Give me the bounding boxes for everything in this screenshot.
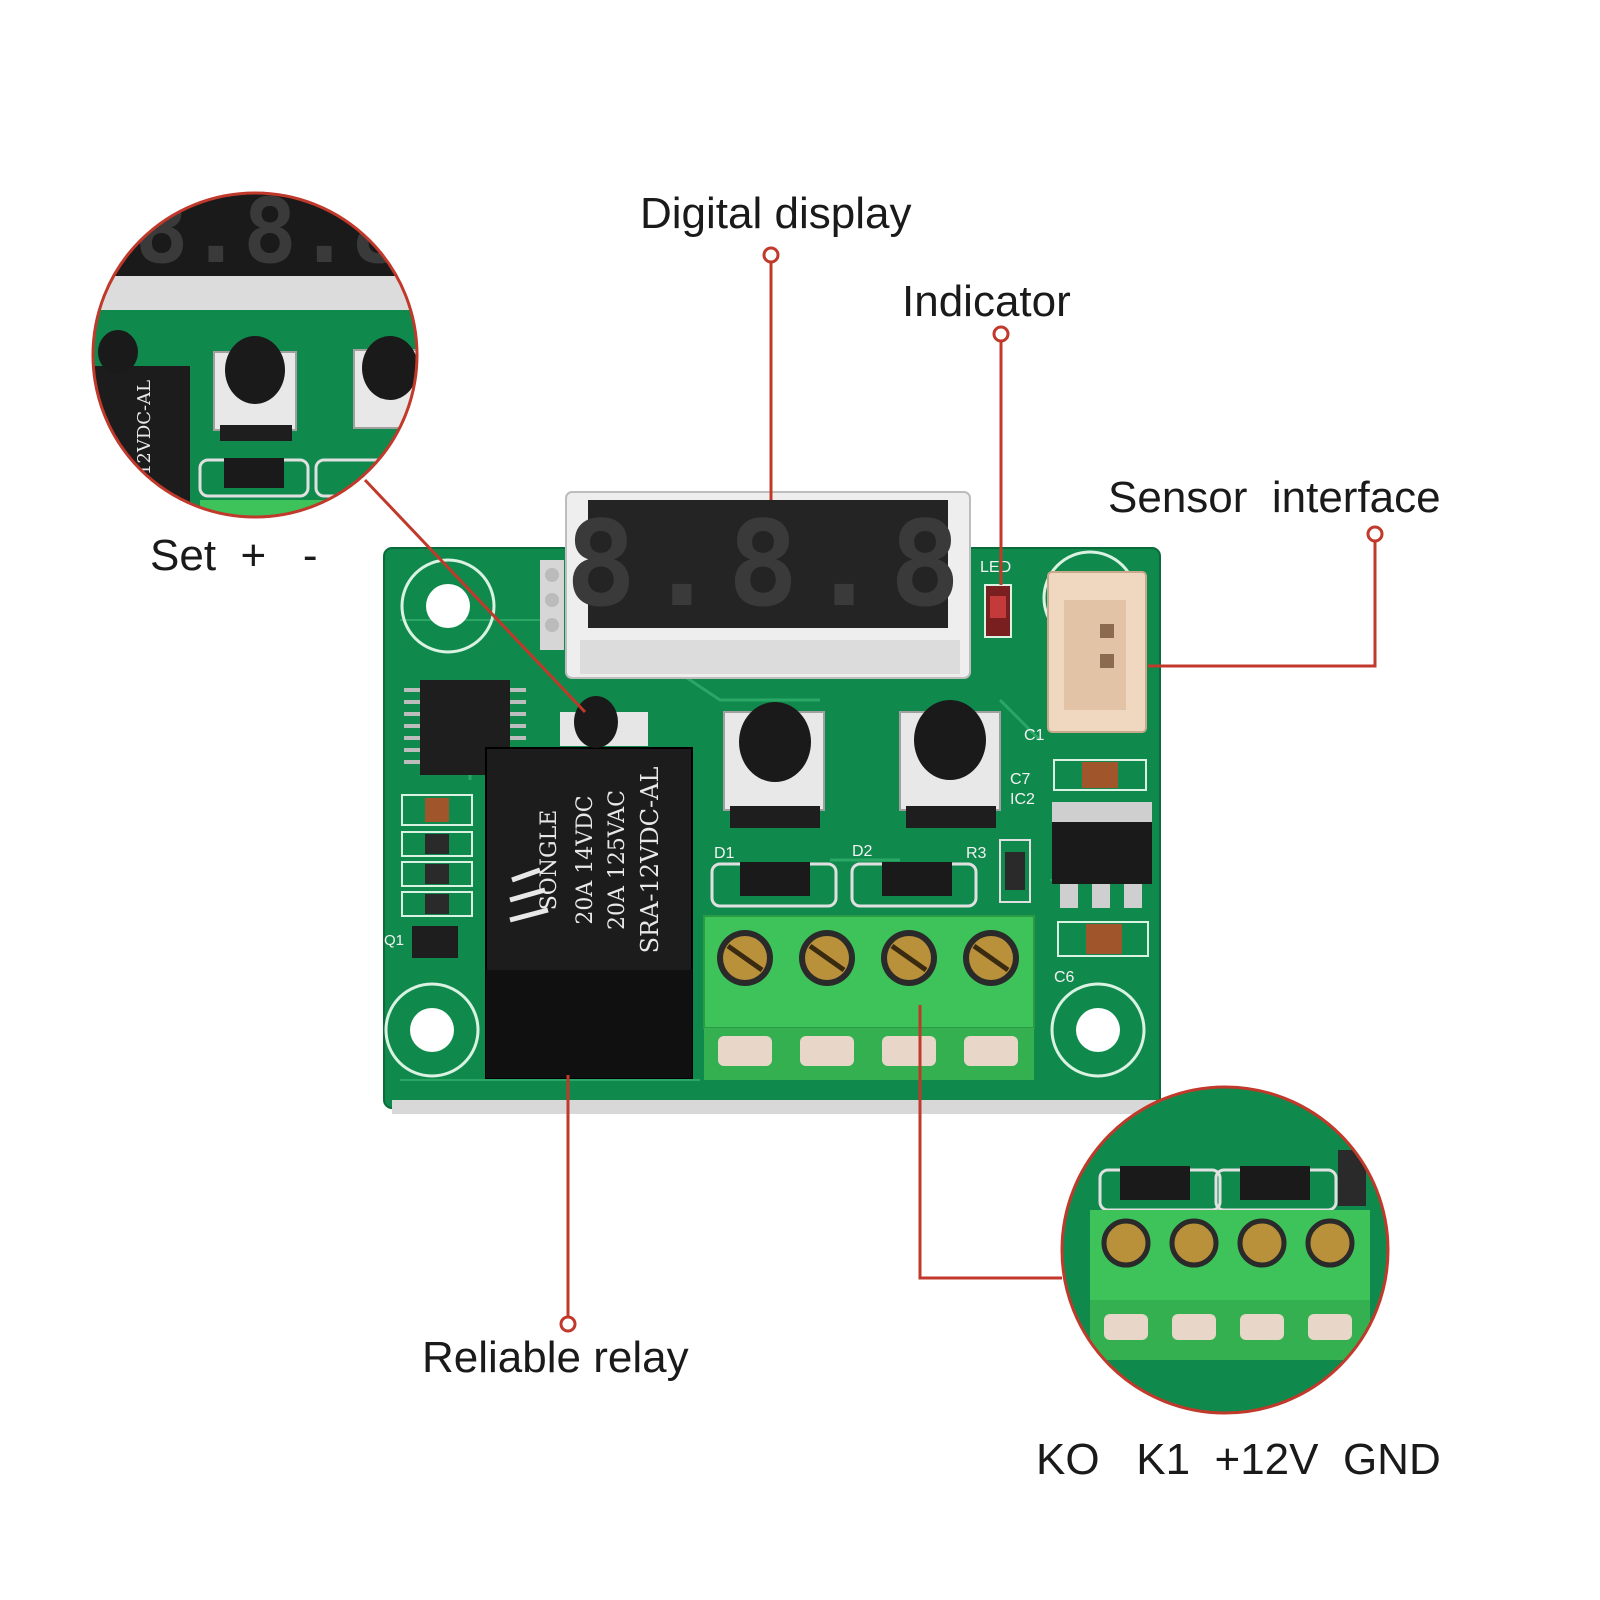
display-digits: 8.8.8 (565, 495, 970, 633)
mounting-hole (1050, 982, 1146, 1078)
q1-silkscreen: Q1 (384, 932, 404, 949)
ic2-silkscreen: IC2 (1010, 791, 1035, 808)
label-sensor-interface: Sensor interface (1108, 473, 1441, 522)
diodes: D1 D2 R3 (710, 839, 1031, 908)
relay-indicator-led (560, 696, 648, 748)
zoom-circle-terminals (1060, 1085, 1390, 1415)
led-silkscreen: LED (980, 559, 1011, 576)
display-pins (540, 560, 564, 650)
c6-silkscreen: C6 (1054, 969, 1075, 986)
label-terminals: KO K1 +12V GND (1036, 1435, 1441, 1484)
r3-silkscreen: R3 (966, 845, 987, 862)
terminal-screw (799, 930, 855, 1066)
c7-silkscreen: C7 (1010, 771, 1031, 788)
relay-rating-2: 20A 125VAC (605, 790, 630, 930)
c1-silkscreen: C1 (1024, 727, 1045, 744)
label-indicator: Indicator (902, 277, 1071, 326)
mounting-hole (400, 558, 496, 654)
terminal-screw (881, 930, 937, 1066)
callout-terminals (918, 1005, 1062, 1280)
callout-digital-display (762, 246, 780, 500)
button-plus-board[interactable] (723, 702, 825, 828)
callout-lines (363, 246, 1384, 1333)
terminal-screw (717, 930, 773, 1066)
callout-buttons (363, 478, 587, 714)
label-relay: Reliable relay (422, 1333, 689, 1382)
svg-text:SRA-12VDC-AL: SRA-12VDC-AL (134, 380, 155, 520)
terminal-screw (963, 930, 1019, 1066)
label-digital-display: Digital display (640, 189, 912, 238)
d1-silkscreen: D1 (714, 845, 735, 862)
d2-silkscreen: D2 (852, 843, 873, 860)
terminal-block (703, 915, 1035, 1080)
sensor-connector (1047, 571, 1147, 733)
button-minus-board[interactable] (899, 700, 1001, 828)
voltage-regulator: C6 (1052, 759, 1152, 986)
callout-sensor (1148, 525, 1384, 668)
relay-rating-1: 20A 14VDC (573, 795, 598, 924)
relay: SONGLE 20A 14VDC 20A 125VAC SRA-12VDC-AL (485, 747, 693, 1079)
zoom-circle-buttons: 8.8.8 SRA-12VDC-AL (91, 191, 419, 520)
callout-indicator (992, 325, 1010, 585)
callout-relay (559, 1075, 577, 1333)
relay-model: SRA-12VDC-AL (636, 767, 664, 954)
smd-components-left: Q1 (384, 794, 473, 958)
relay-brand: SONGLE (537, 810, 562, 911)
mounting-hole (384, 982, 480, 1078)
digital-display-module: 8.8.8 (565, 491, 971, 679)
indicator-led: LED (980, 559, 1012, 638)
label-buttons: Set + - (150, 531, 318, 580)
